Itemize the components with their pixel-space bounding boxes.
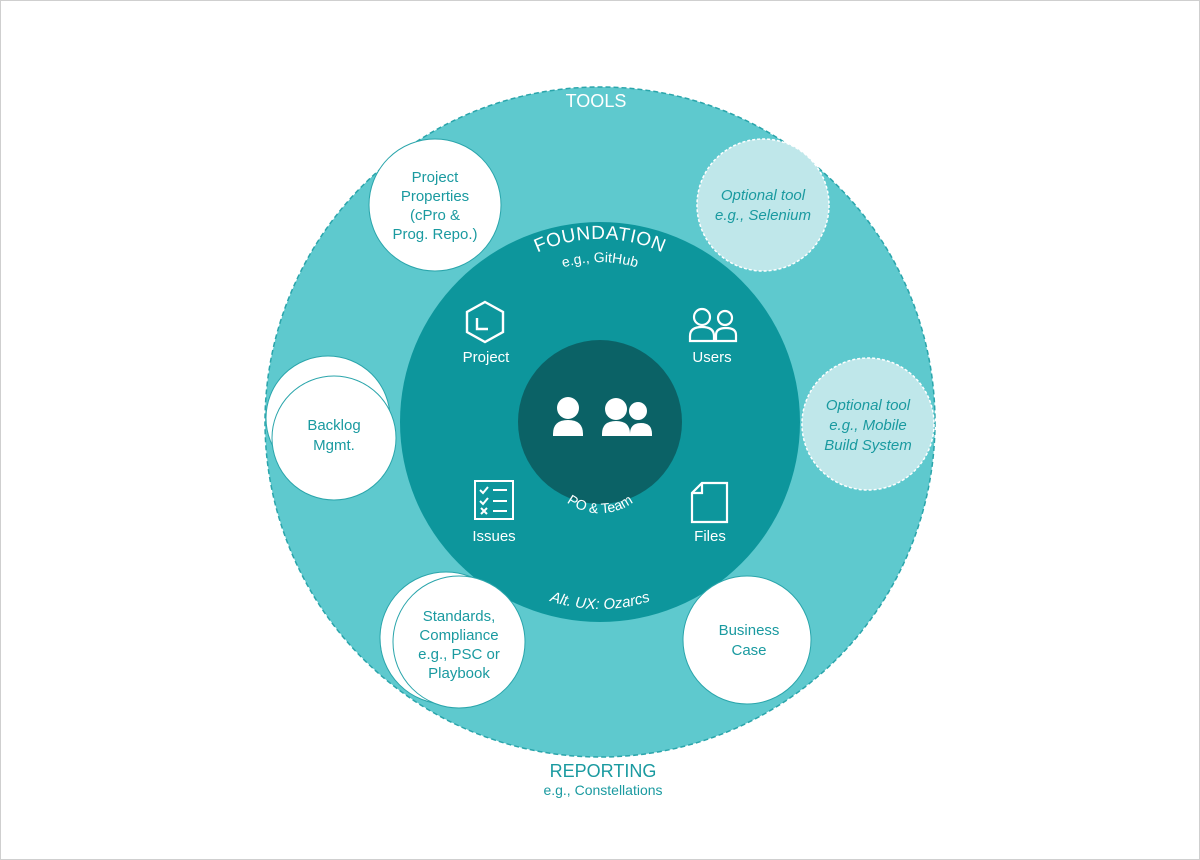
users-label: Users [692, 349, 731, 366]
business-line-1: Business [719, 622, 780, 639]
mobile-line-3: Build System [824, 437, 912, 454]
props-line-2: Properties [401, 188, 469, 205]
foundation-item-issues[interactable]: Issues [472, 480, 516, 545]
project-icon [465, 300, 505, 344]
file-icon [690, 481, 729, 524]
standards-line-4: Playbook [428, 665, 490, 682]
team-icon [553, 397, 652, 436]
foundation-subtitle: e.g., GitHub [560, 249, 641, 270]
reporting-subtitle: e.g., Constellations [543, 782, 662, 798]
users-icon [688, 307, 738, 343]
project-label: Project [463, 349, 511, 366]
tool-standards-compliance[interactable]: Standards, Compliance e.g., PSC or Playb… [379, 571, 526, 709]
tool-business-case[interactable]: Business Case [682, 575, 812, 705]
business-line-2: Case [731, 642, 766, 659]
checklist-icon [474, 480, 514, 520]
selenium-line-2: e.g., Selenium [715, 207, 811, 224]
selenium-line-1: Optional tool [721, 187, 806, 204]
backlog-line-1: Backlog [307, 417, 360, 434]
foundation-item-users[interactable]: Users [688, 307, 738, 366]
props-line-1: Project [412, 169, 460, 186]
backlog-line-2: Mgmt. [313, 437, 355, 454]
tool-project-properties[interactable]: Project Properties (cPro & Prog. Repo.) [368, 138, 502, 272]
mobile-line-2: e.g., Mobile [829, 417, 907, 434]
tools-label: TOOLS [566, 91, 627, 111]
tool-backlog-mgmt[interactable]: Backlog Mgmt. [265, 355, 397, 501]
reporting-title: REPORTING [550, 761, 657, 781]
foundation-item-files[interactable]: Files [690, 481, 729, 545]
standards-line-3: e.g., PSC or [418, 646, 500, 663]
po-team-circle [518, 340, 682, 504]
mobile-line-1: Optional tool [826, 397, 911, 414]
foundation-item-project[interactable]: Project [463, 300, 511, 366]
standards-line-2: Compliance [419, 627, 498, 644]
props-line-4: Prog. Repo.) [392, 226, 477, 243]
tool-optional-mobile-build[interactable]: Optional tool e.g., Mobile Build System [801, 357, 935, 491]
files-label: Files [694, 528, 726, 545]
standards-line-1: Standards, [423, 608, 496, 625]
props-line-3: (cPro & [410, 207, 460, 224]
issues-label: Issues [472, 528, 515, 545]
tool-optional-selenium[interactable]: Optional tool e.g., Selenium [696, 138, 830, 272]
